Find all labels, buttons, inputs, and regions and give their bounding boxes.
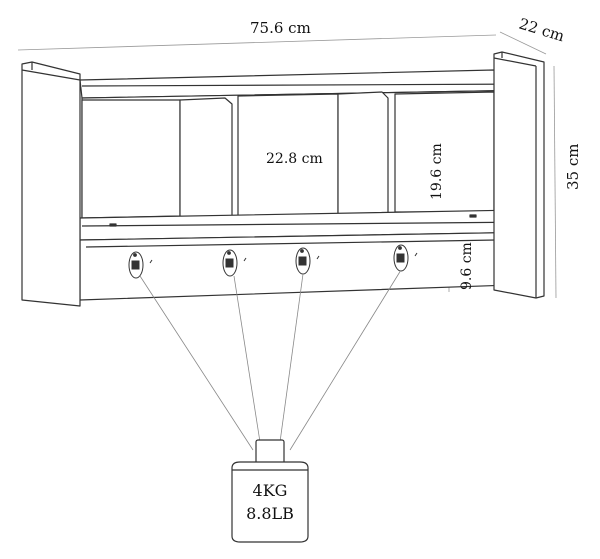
left-side-panel: [21, 61, 81, 307]
depth-dimension-line: [499, 31, 547, 55]
load-lines: [139, 269, 402, 451]
width-dimension-line: [17, 34, 497, 51]
screw-hole: [109, 223, 117, 227]
hook-1: [128, 251, 153, 279]
screw-hole: [469, 214, 477, 218]
hook-rail-height-label: 9.6 cm: [459, 242, 475, 290]
height-dimension-line: [553, 65, 557, 299]
height-label: 35 cm: [564, 144, 582, 190]
hook-4: [393, 244, 418, 272]
depth-label: 22 cm: [517, 15, 567, 46]
hooks: [128, 244, 418, 279]
divider-1: [179, 97, 233, 231]
hook-3: [295, 247, 320, 275]
weight-body: [231, 461, 309, 543]
compartment-left: [81, 99, 181, 219]
weight-kg-label: 4KG: [253, 481, 288, 500]
width-label: 75.6 cm: [250, 19, 311, 37]
weight-knob: [255, 439, 285, 466]
compartment-width-label: 22.8 cm: [266, 151, 323, 167]
weight: [231, 439, 309, 543]
compartment-height-label: 19.6 cm: [429, 143, 445, 200]
divider-2: [337, 91, 389, 225]
hook-2: [222, 249, 247, 277]
weight-lb-label: 8.8LB: [246, 504, 294, 523]
shelf: [21, 51, 545, 307]
